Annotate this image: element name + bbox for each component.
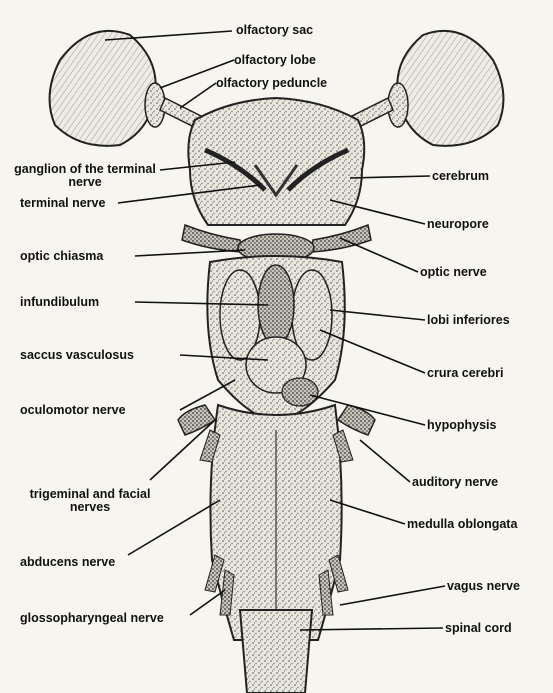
- label-terminal-nerve: terminal nerve: [20, 197, 105, 210]
- optic-nerve-left: [182, 225, 242, 252]
- label-medulla-oblongata: medulla oblongata: [407, 518, 517, 531]
- label-glossopharyngeal-nerve: glossopharyngeal nerve: [20, 612, 164, 625]
- label-crura-cerebri: crura cerebri: [427, 367, 503, 380]
- label-olfactory-lobe: olfactory lobe: [234, 54, 316, 67]
- label-lobi-inferiores: lobi inferiores: [427, 314, 510, 327]
- label-auditory-nerve: auditory nerve: [412, 476, 498, 489]
- label-neuropore: neuropore: [427, 218, 489, 231]
- label-abducens-nerve: abducens nerve: [20, 556, 115, 569]
- label-spinal-cord: spinal cord: [445, 622, 512, 635]
- label-oculomotor-nerve: oculomotor nerve: [20, 404, 126, 417]
- label-hypophysis: hypophysis: [427, 419, 496, 432]
- label-olfactory-peduncle: olfactory peduncle: [216, 77, 327, 90]
- olfactory-sac-left: [50, 31, 156, 146]
- label-optic-chiasma: optic chiasma: [20, 250, 103, 263]
- label-ganglion-terminal-nerve: ganglion of the terminal nerve: [10, 163, 160, 189]
- label-optic-nerve: optic nerve: [420, 266, 487, 279]
- cerebrum-shape: [188, 98, 364, 225]
- label-trigeminal-facial-nerves: trigeminal and facial nerves: [15, 488, 165, 514]
- olfactory-sac-right: [397, 31, 503, 146]
- label-vagus-nerve: vagus nerve: [447, 580, 520, 593]
- spinal-cord-shape: [240, 610, 312, 693]
- label-olfactory-sac: olfactory sac: [236, 24, 313, 37]
- label-cerebrum: cerebrum: [432, 170, 489, 183]
- label-infundibulum: infundibulum: [20, 296, 99, 309]
- label-saccus-vasculosus: saccus vasculosus: [20, 349, 134, 362]
